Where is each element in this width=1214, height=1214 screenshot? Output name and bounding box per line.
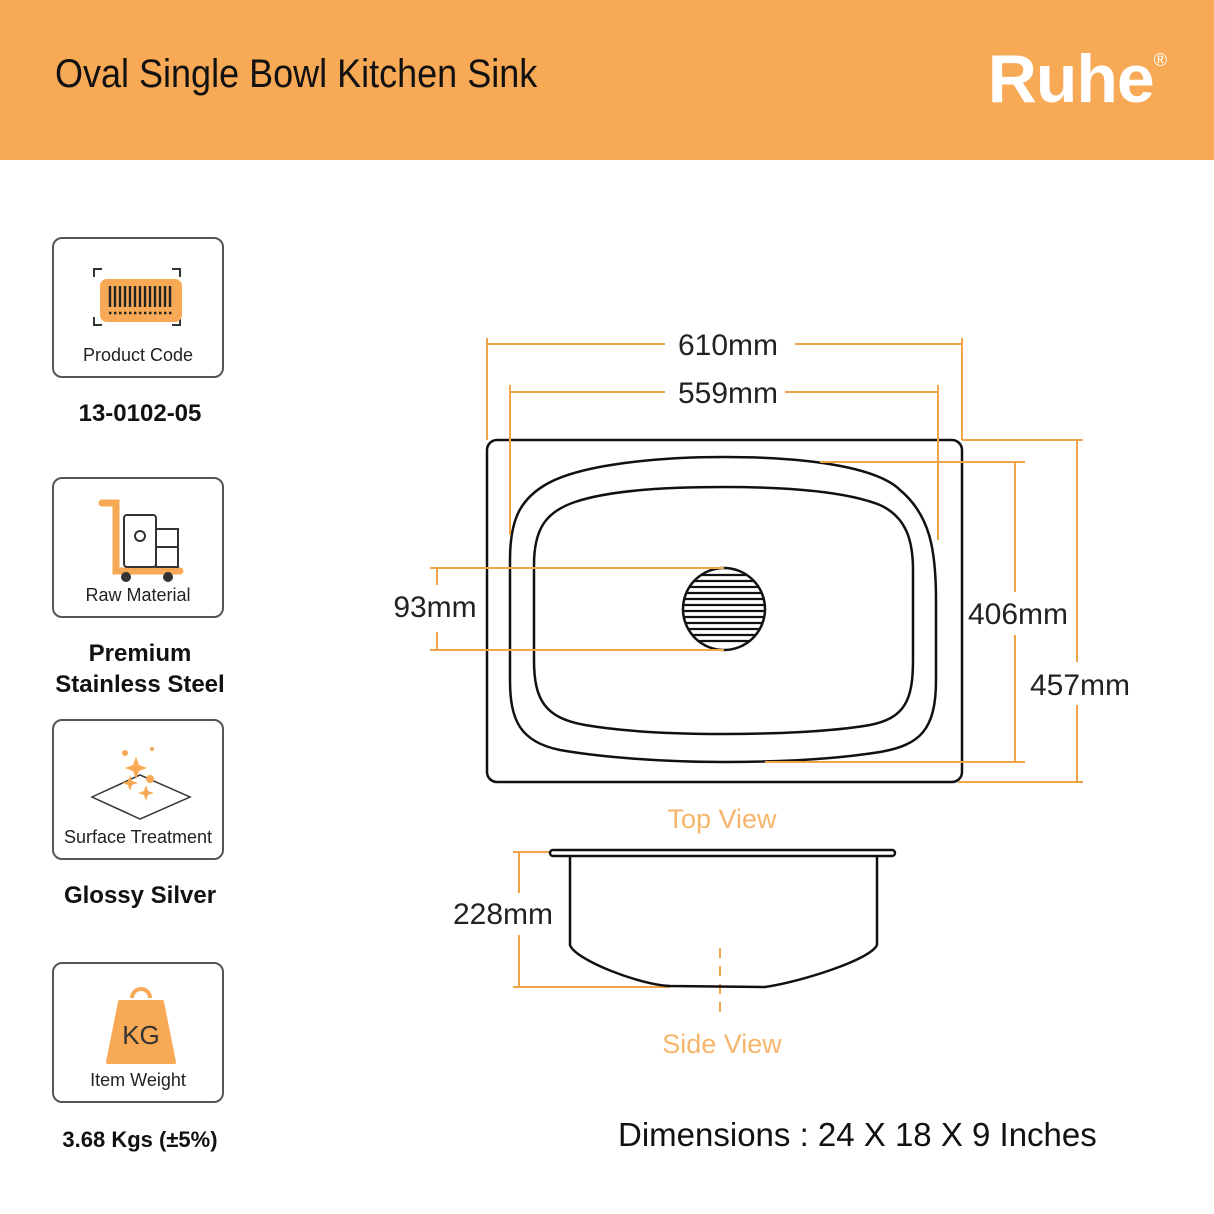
raw-material-card: Raw Material [52,477,224,618]
raw-material-value: Premium Stainless Steel [30,638,250,700]
sink-outline [485,438,964,784]
top-view [485,438,964,784]
header-banner: Oval Single Bowl Kitchen Sink Ruhe® [0,0,1214,160]
surface-treatment-card: Surface Treatment [52,719,224,860]
spec-label: Raw Material [85,585,191,605]
side-view [548,848,897,989]
dim-610: 610mm [678,329,778,362]
value-line: Premium [88,640,192,667]
dim-457: 457mm [1030,669,1130,702]
item-weight-value: 3.68 Kgs (±5%) [62,1127,218,1152]
weight-icon: KG [106,987,176,1064]
registered-mark: ® [1153,50,1167,70]
bowl-rim [508,455,938,764]
spec-label: Surface Treatment [63,827,213,847]
dim-228: 228mm [453,898,553,931]
dim-559: 559mm [678,377,778,410]
surface-treatment-value: Glossy Silver [63,882,217,909]
trolley-icon [98,499,184,582]
product-code-card: Product Code [52,237,224,378]
bowl-inner [532,485,915,736]
drain-icon [681,566,767,652]
kg-text: KG [122,1020,160,1050]
product-code-value: 13-0102-05 [78,400,202,427]
spec-label: Item Weight [90,1070,186,1090]
dimensions-summary: Dimensions : 24 X 18 X 9 Inches [618,1116,1097,1153]
value-line: Stainless Steel [55,671,225,698]
page-title: Oval Single Bowl Kitchen Sink [55,52,538,96]
spec-label: Product Code [82,345,194,365]
side-view-label: Side View [662,1029,782,1059]
dimension-lines [430,338,1083,1015]
dim-93: 93mm [393,591,476,624]
dim-406: 406mm [968,598,1068,631]
item-weight-card: KG Item Weight [52,962,224,1103]
barcode-icon [93,268,182,326]
brand-logo: Ruhe® [987,40,1167,118]
top-view-label: Top View [667,804,777,834]
sparkle-icon [90,747,192,820]
brand-name: Ruhe [987,41,1155,117]
